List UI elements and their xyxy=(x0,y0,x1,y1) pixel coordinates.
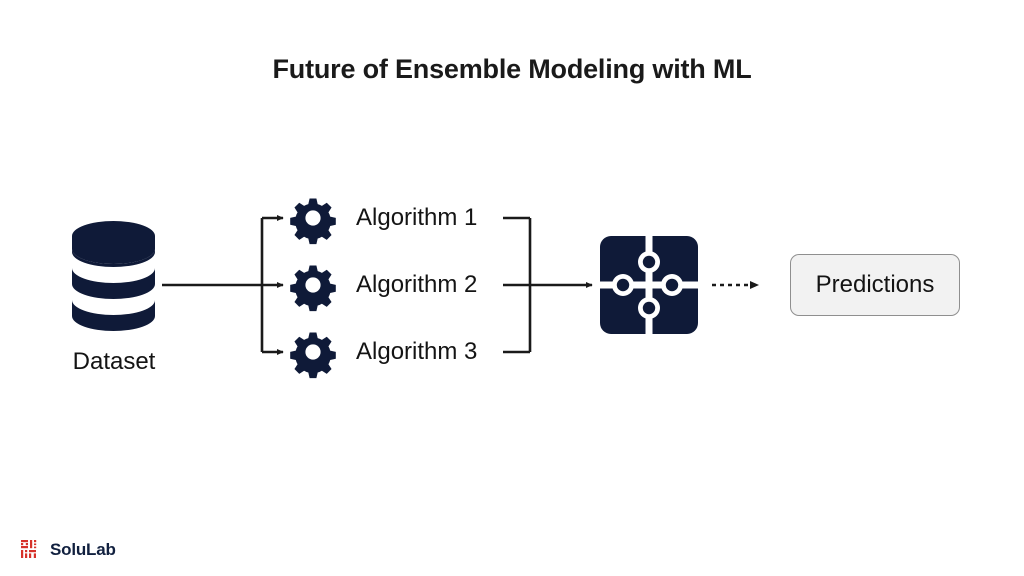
gear-icon xyxy=(290,198,336,245)
algorithm-1-label: Algorithm 1 xyxy=(356,204,478,231)
connector-fanout xyxy=(162,214,284,356)
algorithm-3-label: Algorithm 3 xyxy=(356,338,478,365)
connector-fanin xyxy=(503,216,593,354)
algorithm-2-label: Algorithm 2 xyxy=(356,271,478,298)
database-icon xyxy=(72,221,155,331)
gear-icon xyxy=(290,265,336,312)
predictions-label: Predictions xyxy=(815,271,935,298)
page-title: Future of Ensemble Modeling with ML xyxy=(272,54,752,84)
predictions-node: Predictions xyxy=(790,254,960,316)
brand-footer: SoluLab xyxy=(20,538,116,560)
dataset-label: Dataset xyxy=(72,348,156,375)
solulab-logo-icon xyxy=(21,540,37,558)
puzzle-icon xyxy=(600,236,698,334)
brand-name: SoluLab xyxy=(50,539,116,559)
gear-icon xyxy=(290,332,336,379)
